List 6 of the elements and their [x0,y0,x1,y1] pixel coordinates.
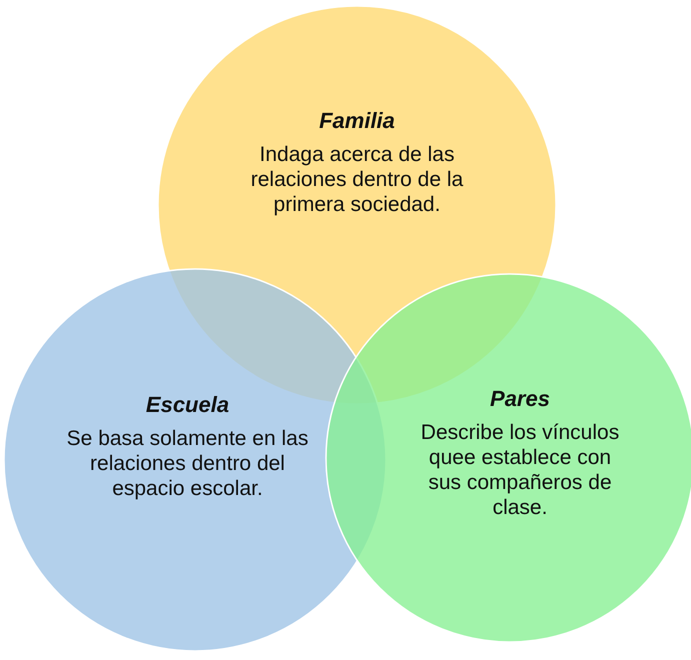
circle-heading: Escuela [144,392,230,418]
circle-description: Describe los vínculos quee establece con sus compañeros de clase. [420,420,620,520]
circle-heading: Pares [489,386,551,412]
circle-description: Indaga acerca de las relaciones dentro de la primera sociedad. [250,142,464,217]
circle-description: Se basa solamente en las relaciones dentro del espacio escolar. [66,426,310,501]
circle-heading: Familia [318,108,396,134]
